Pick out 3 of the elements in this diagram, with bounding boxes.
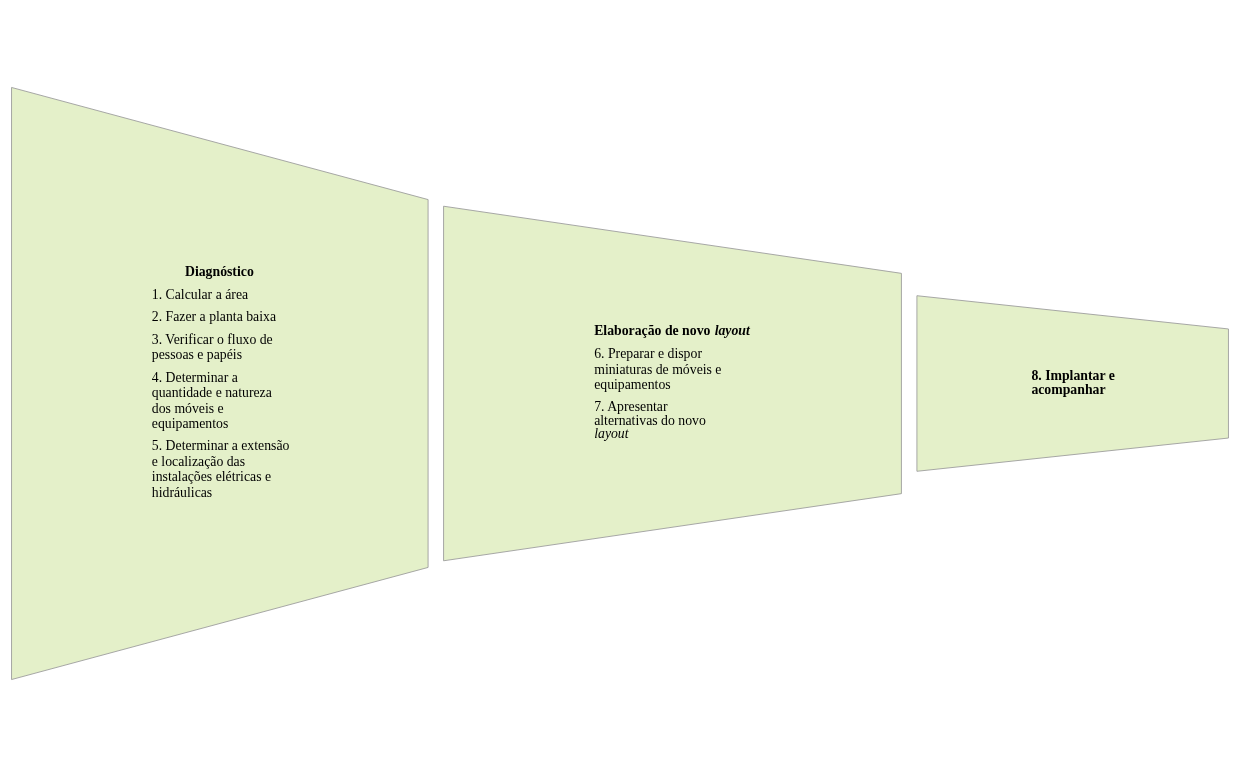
node-box: Diagnóstico 1. Calcular a área 2. Fazer a planta baixa 3. Verificar o fluxo de pessoas e papéis 4. Determinar a quantidade e natureza dos móveis e equipamentos 5. Determinar a extensão e localização das instalações elétricas e hidráulicas [11,87,429,680]
node-box: 8. Implantar e acompanhar [916,295,1229,472]
node-box: Elaboração de novo layout 6. Preparar e dispor miniaturas de móveis e equipamentos 7. Apresentar alternativas do novo layout [443,205,902,562]
